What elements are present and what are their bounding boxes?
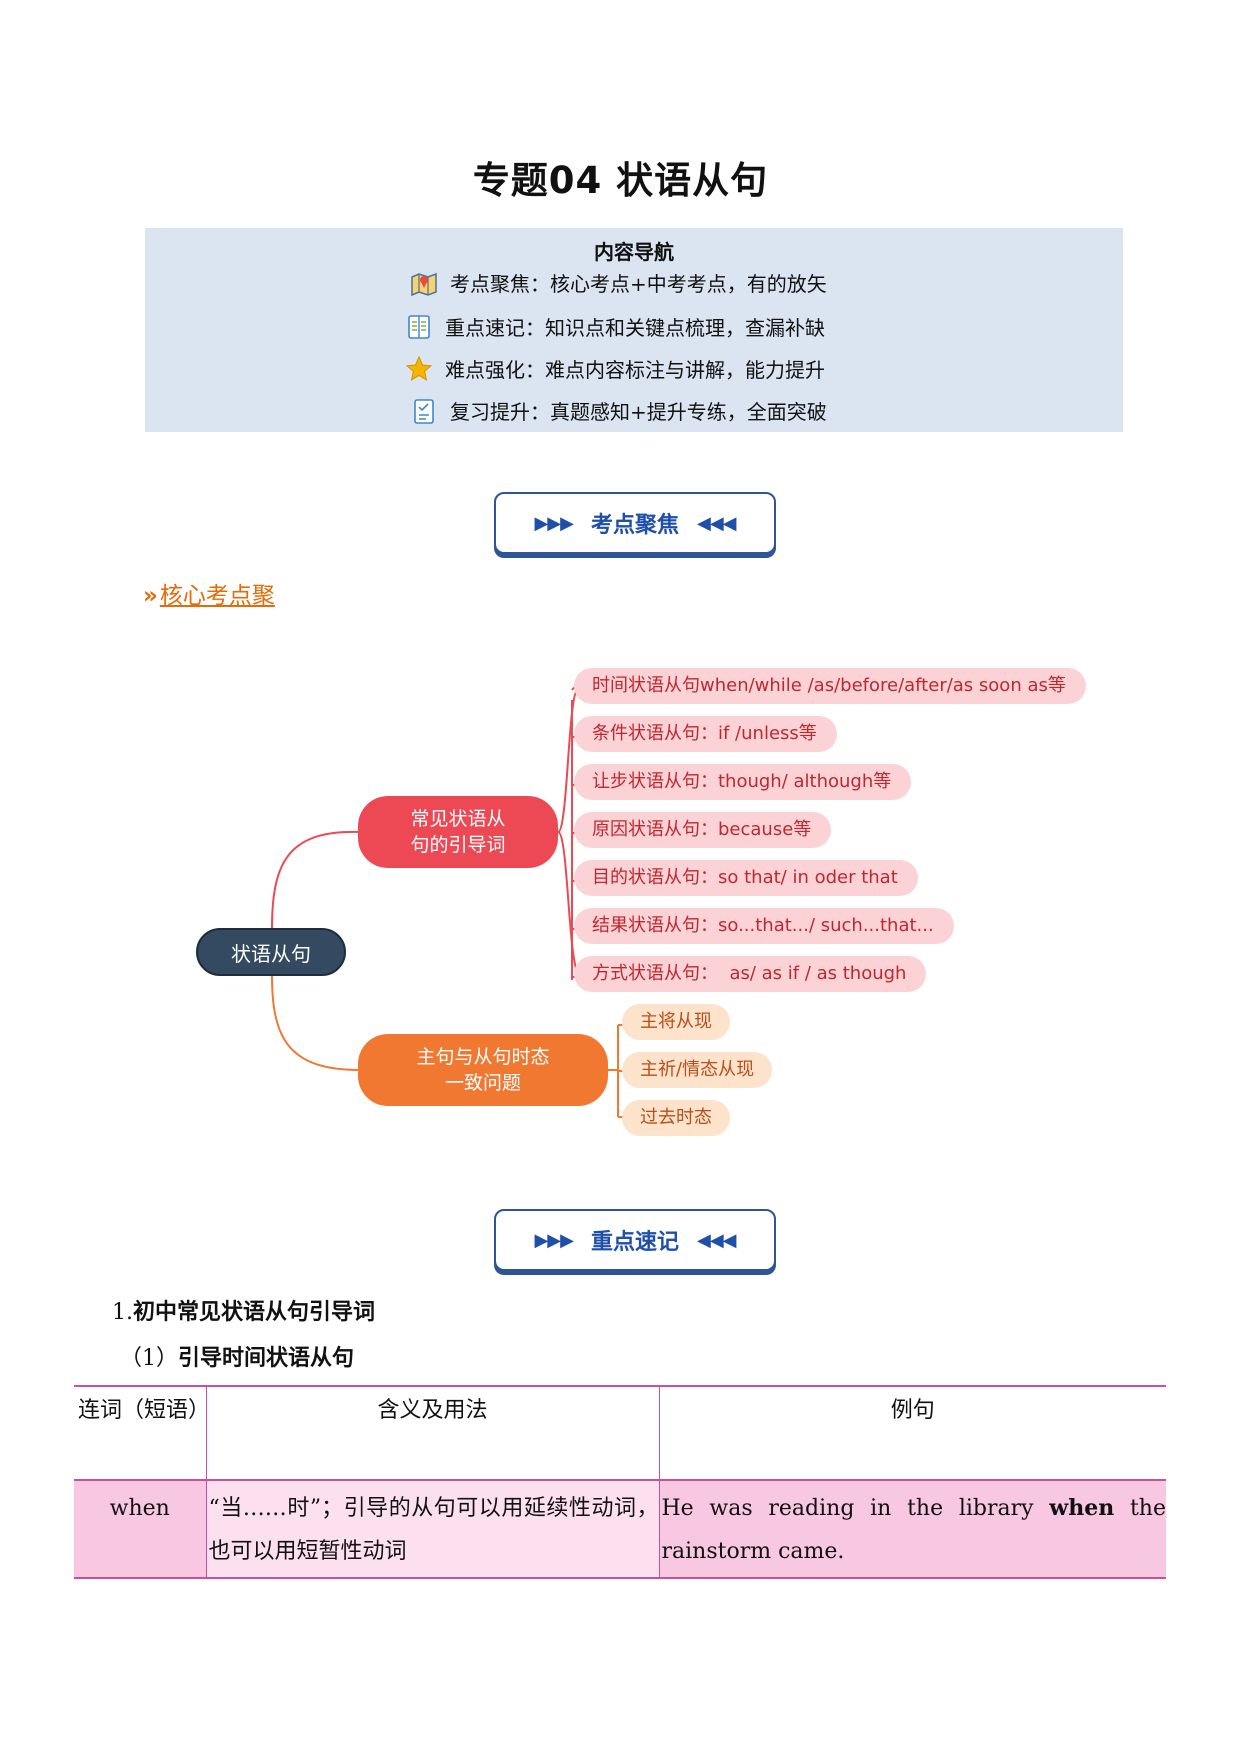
book-icon: [405, 313, 433, 341]
example-text: He was reading in the library: [661, 1496, 1050, 1521]
branch-label-line1: 主句与从句时态: [416, 1046, 550, 1068]
banner-label: 考点聚焦: [590, 513, 679, 538]
map-icon: [410, 269, 438, 297]
section-number: 1.: [112, 1300, 133, 1325]
nav-item-label: 复习提升：: [450, 400, 550, 424]
table-header-conjunction: 连词（短语）: [74, 1385, 210, 1481]
star-icon: [405, 355, 433, 383]
branch-label-line2: 句的引导词: [410, 834, 506, 856]
nav-item-focus: 考点聚焦：核心考点+中考考点，有的放矢: [410, 268, 827, 297]
mindmap-branch-tense: 主句与从句时态 一致问题: [358, 1034, 608, 1106]
mindmap-leaf: 方式状语从句： as/ as if / as though: [574, 956, 927, 992]
nav-item-text: 核心考点+中考考点，有的放矢: [550, 272, 827, 296]
page-title: 专题04 状语从句: [472, 159, 769, 202]
arrows-left-icon: ◀◀◀: [697, 512, 737, 534]
subsection-number: （1）: [120, 1346, 178, 1371]
cell-usage: “当……时”；引导的从句可以用延续性动词，也可以用短暂性动词: [205, 1480, 660, 1579]
section-banner-notes: ▶▶▶ 重点速记 ◀◀◀: [494, 1209, 776, 1271]
core-points-heading-text: 核心考点聚: [159, 583, 275, 609]
mindmap-root: 状语从句: [196, 928, 346, 976]
arrows-left-icon: ◀◀◀: [697, 1229, 737, 1251]
nav-item-notes: 重点速记：知识点和关键点梳理，查漏补缺: [405, 312, 825, 341]
double-chevron-icon: »: [143, 583, 158, 609]
arrows-right-icon: ▶▶▶: [534, 1229, 574, 1251]
section-heading: 1.初中常见状语从句引导词: [112, 1294, 375, 1326]
example-keyword: when: [1049, 1495, 1115, 1521]
conjunction-table: 连词（短语） 含义及用法 例句 when “当……时”；引导的从句可以用延续性动…: [74, 1385, 1166, 1579]
subsection-heading: （1）引导时间状语从句: [120, 1340, 354, 1372]
branch-label-line1: 常见状语从: [410, 808, 506, 830]
cell-conjunction: when: [74, 1480, 207, 1579]
nav-item-text: 知识点和关键点梳理，查漏补缺: [545, 316, 825, 340]
nav-item-text: 真题感知+提升专练，全面突破: [550, 400, 827, 424]
example-text: the rainstorm came.: [661, 1496, 1167, 1564]
mindmap-leaf: 主将从现: [622, 1004, 730, 1040]
core-points-heading: »核心考点聚: [143, 576, 275, 610]
nav-heading: 内容导航: [594, 240, 674, 264]
mindmap-leaf: 目的状语从句：so that/ in oder that: [574, 860, 918, 896]
nav-item-label: 难点强化：: [445, 358, 545, 382]
mindmap-leaf: 条件状语从句：if /unless等: [574, 716, 837, 752]
mindmap-leaf: 结果状语从句：so...that.../ such...that...: [574, 908, 954, 944]
cell-example: He was reading in the library when the r…: [658, 1480, 1167, 1579]
mindmap-leaf: 让步状语从句：though/ although等: [574, 764, 912, 800]
table-header-usage: 含义及用法: [205, 1385, 660, 1481]
mindmap-leaf: 过去时态: [622, 1100, 730, 1136]
checklist-icon: [410, 397, 438, 425]
nav-item-review: 复习提升：真题感知+提升专练，全面突破: [410, 396, 827, 425]
banner-label: 重点速记: [590, 1230, 679, 1255]
nav-item-label: 考点聚焦：: [450, 272, 550, 296]
arrows-right-icon: ▶▶▶: [534, 512, 574, 534]
section-title: 初中常见状语从句引导词: [133, 1299, 376, 1325]
nav-item-text: 难点内容标注与讲解，能力提升: [545, 358, 825, 382]
mindmap-leaf: 原因状语从句：because等: [574, 812, 832, 848]
table-row: when “当……时”；引导的从句可以用延续性动词，也可以用短暂性动词 He w…: [74, 1480, 1167, 1579]
subsection-title: 引导时间状语从句: [178, 1345, 355, 1371]
mindmap-leaf: 时间状语从句when/while /as/before/after/as soo…: [574, 668, 1086, 704]
table-header-row: 连词（短语） 含义及用法 例句: [74, 1385, 1166, 1481]
table-header-example: 例句: [658, 1385, 1166, 1481]
mindmap-branch-conjunctions: 常见状语从 句的引导词: [358, 796, 558, 868]
content-navigation-panel: 内容导航 考点聚焦：核心考点+中考考点，有的放矢 重点速记：知识点和关键点梳理，…: [145, 228, 1123, 432]
section-banner-focus: ▶▶▶ 考点聚焦 ◀◀◀: [494, 492, 776, 554]
mindmap-leaf: 主祈/情态从现: [622, 1052, 773, 1088]
branch-label-line2: 一致问题: [444, 1072, 521, 1094]
nav-item-difficult: 难点强化：难点内容标注与讲解，能力提升: [405, 354, 825, 383]
nav-item-label: 重点速记：: [445, 316, 545, 340]
